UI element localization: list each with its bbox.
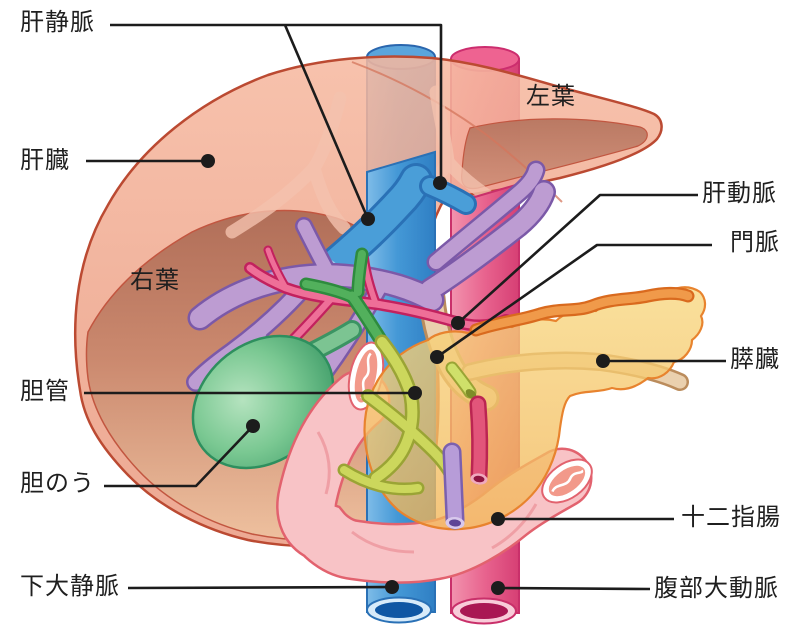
label-liver: 肝臓 [20,147,70,174]
leader-ivc [127,585,393,590]
leader-gallbladder [104,425,254,488]
label-right-lobe: 右葉 [130,267,180,294]
label-hepatic-vein: 肝静脈 [20,9,95,36]
leader-hepatic-vein [110,23,443,183]
label-duodenum: 十二指腸 [681,504,781,531]
label-left-lobe: 左葉 [526,83,576,110]
label-pancreas: 膵臓 [730,346,780,373]
label-portal-vein: 門脈 [730,229,780,256]
leader-portal-vein [436,243,712,359]
label-hepatic-artery: 肝動脈 [702,180,777,207]
pancreatic-duct-stub [445,361,477,399]
bile-duct-hepatic [299,247,389,349]
label-abdominal-aorta: 腹部大動脈 [654,575,779,602]
leader-lines [84,23,726,591]
label-gallbladder: 胆のう [20,470,95,497]
leader-dots [201,154,610,595]
duodenum-distal-opening [541,458,593,504]
label-bile-duct: 胆管 [20,378,70,405]
leader-hepatic-vein-branch [283,24,370,220]
mesenteric-vessels [442,395,489,530]
hepatic-vein-trunk [313,163,477,285]
label-inferior-vena-cava: 下大静脈 [20,573,120,600]
leader-aorta [497,586,651,591]
leader-hepatic-artery [457,193,698,324]
